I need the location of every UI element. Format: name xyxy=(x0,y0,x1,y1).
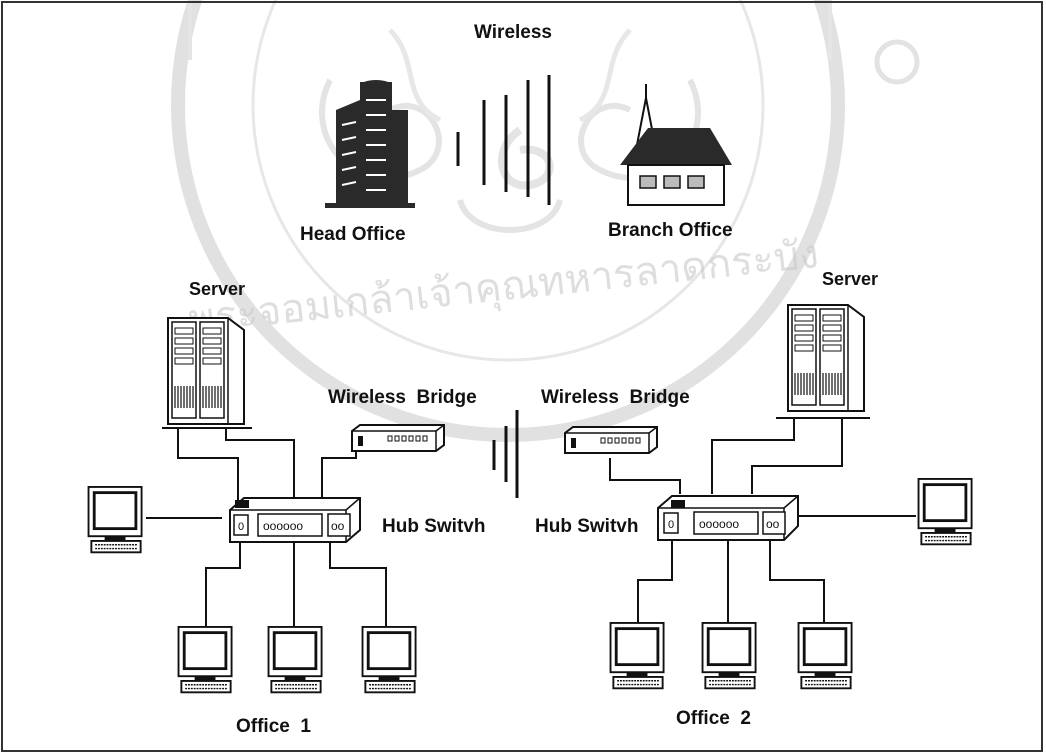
computer-icon xyxy=(701,622,758,690)
branch-office-house-icon xyxy=(620,84,732,206)
wireless-bridge-left-icon xyxy=(351,424,445,452)
server-right-label: Server xyxy=(822,269,878,289)
hub-right-uplink: oo xyxy=(766,517,780,531)
computer-icon xyxy=(917,478,974,546)
server-right-icon xyxy=(787,304,865,412)
branch-office-label: Branch Office xyxy=(608,220,733,241)
hub-right-ports: oooooo xyxy=(699,517,739,531)
computer-icon xyxy=(87,486,144,554)
watermark-text: พระจอมเกล้าเจ้าคุณทหารลาดกระบัง xyxy=(186,231,821,344)
watermark-seal xyxy=(171,0,920,442)
hub-left-label: Hub Switvh xyxy=(382,516,485,537)
computer-icon xyxy=(609,622,666,690)
computer-icon xyxy=(177,626,234,694)
computer-icon xyxy=(267,626,324,694)
connection-lines-left xyxy=(146,427,387,626)
hub-switch-right-icon: 0 oooooo oo xyxy=(657,495,799,541)
head-office-building-icon xyxy=(325,80,415,208)
connection-lines-right xyxy=(609,417,916,622)
hub-left-uplink: oo xyxy=(331,519,345,533)
wireless-signal-icon xyxy=(456,75,551,205)
office1-label: Office 1 xyxy=(236,716,311,737)
wireless-label: Wireless xyxy=(474,22,552,43)
computer-icon xyxy=(797,622,854,690)
wireless-bridge-signal-icon xyxy=(492,410,519,498)
head-office-label: Head Office xyxy=(300,224,406,245)
bridge-left-label: Wireless Bridge xyxy=(328,387,477,408)
computer-icon xyxy=(361,626,418,694)
hub-left-ports: oooooo xyxy=(263,519,303,533)
wireless-bridge-right-icon xyxy=(564,426,658,454)
bridge-right-label: Wireless Bridge xyxy=(541,387,690,408)
hub-right-label: Hub Switvh xyxy=(535,516,638,537)
svg-text:0: 0 xyxy=(668,519,674,531)
svg-text:0: 0 xyxy=(238,521,244,533)
server-left-label: Server xyxy=(189,279,245,299)
hub-switch-left-icon: 0 oooooo oo xyxy=(229,497,361,543)
server-left-icon xyxy=(167,317,245,425)
office2-label: Office 2 xyxy=(676,708,751,729)
